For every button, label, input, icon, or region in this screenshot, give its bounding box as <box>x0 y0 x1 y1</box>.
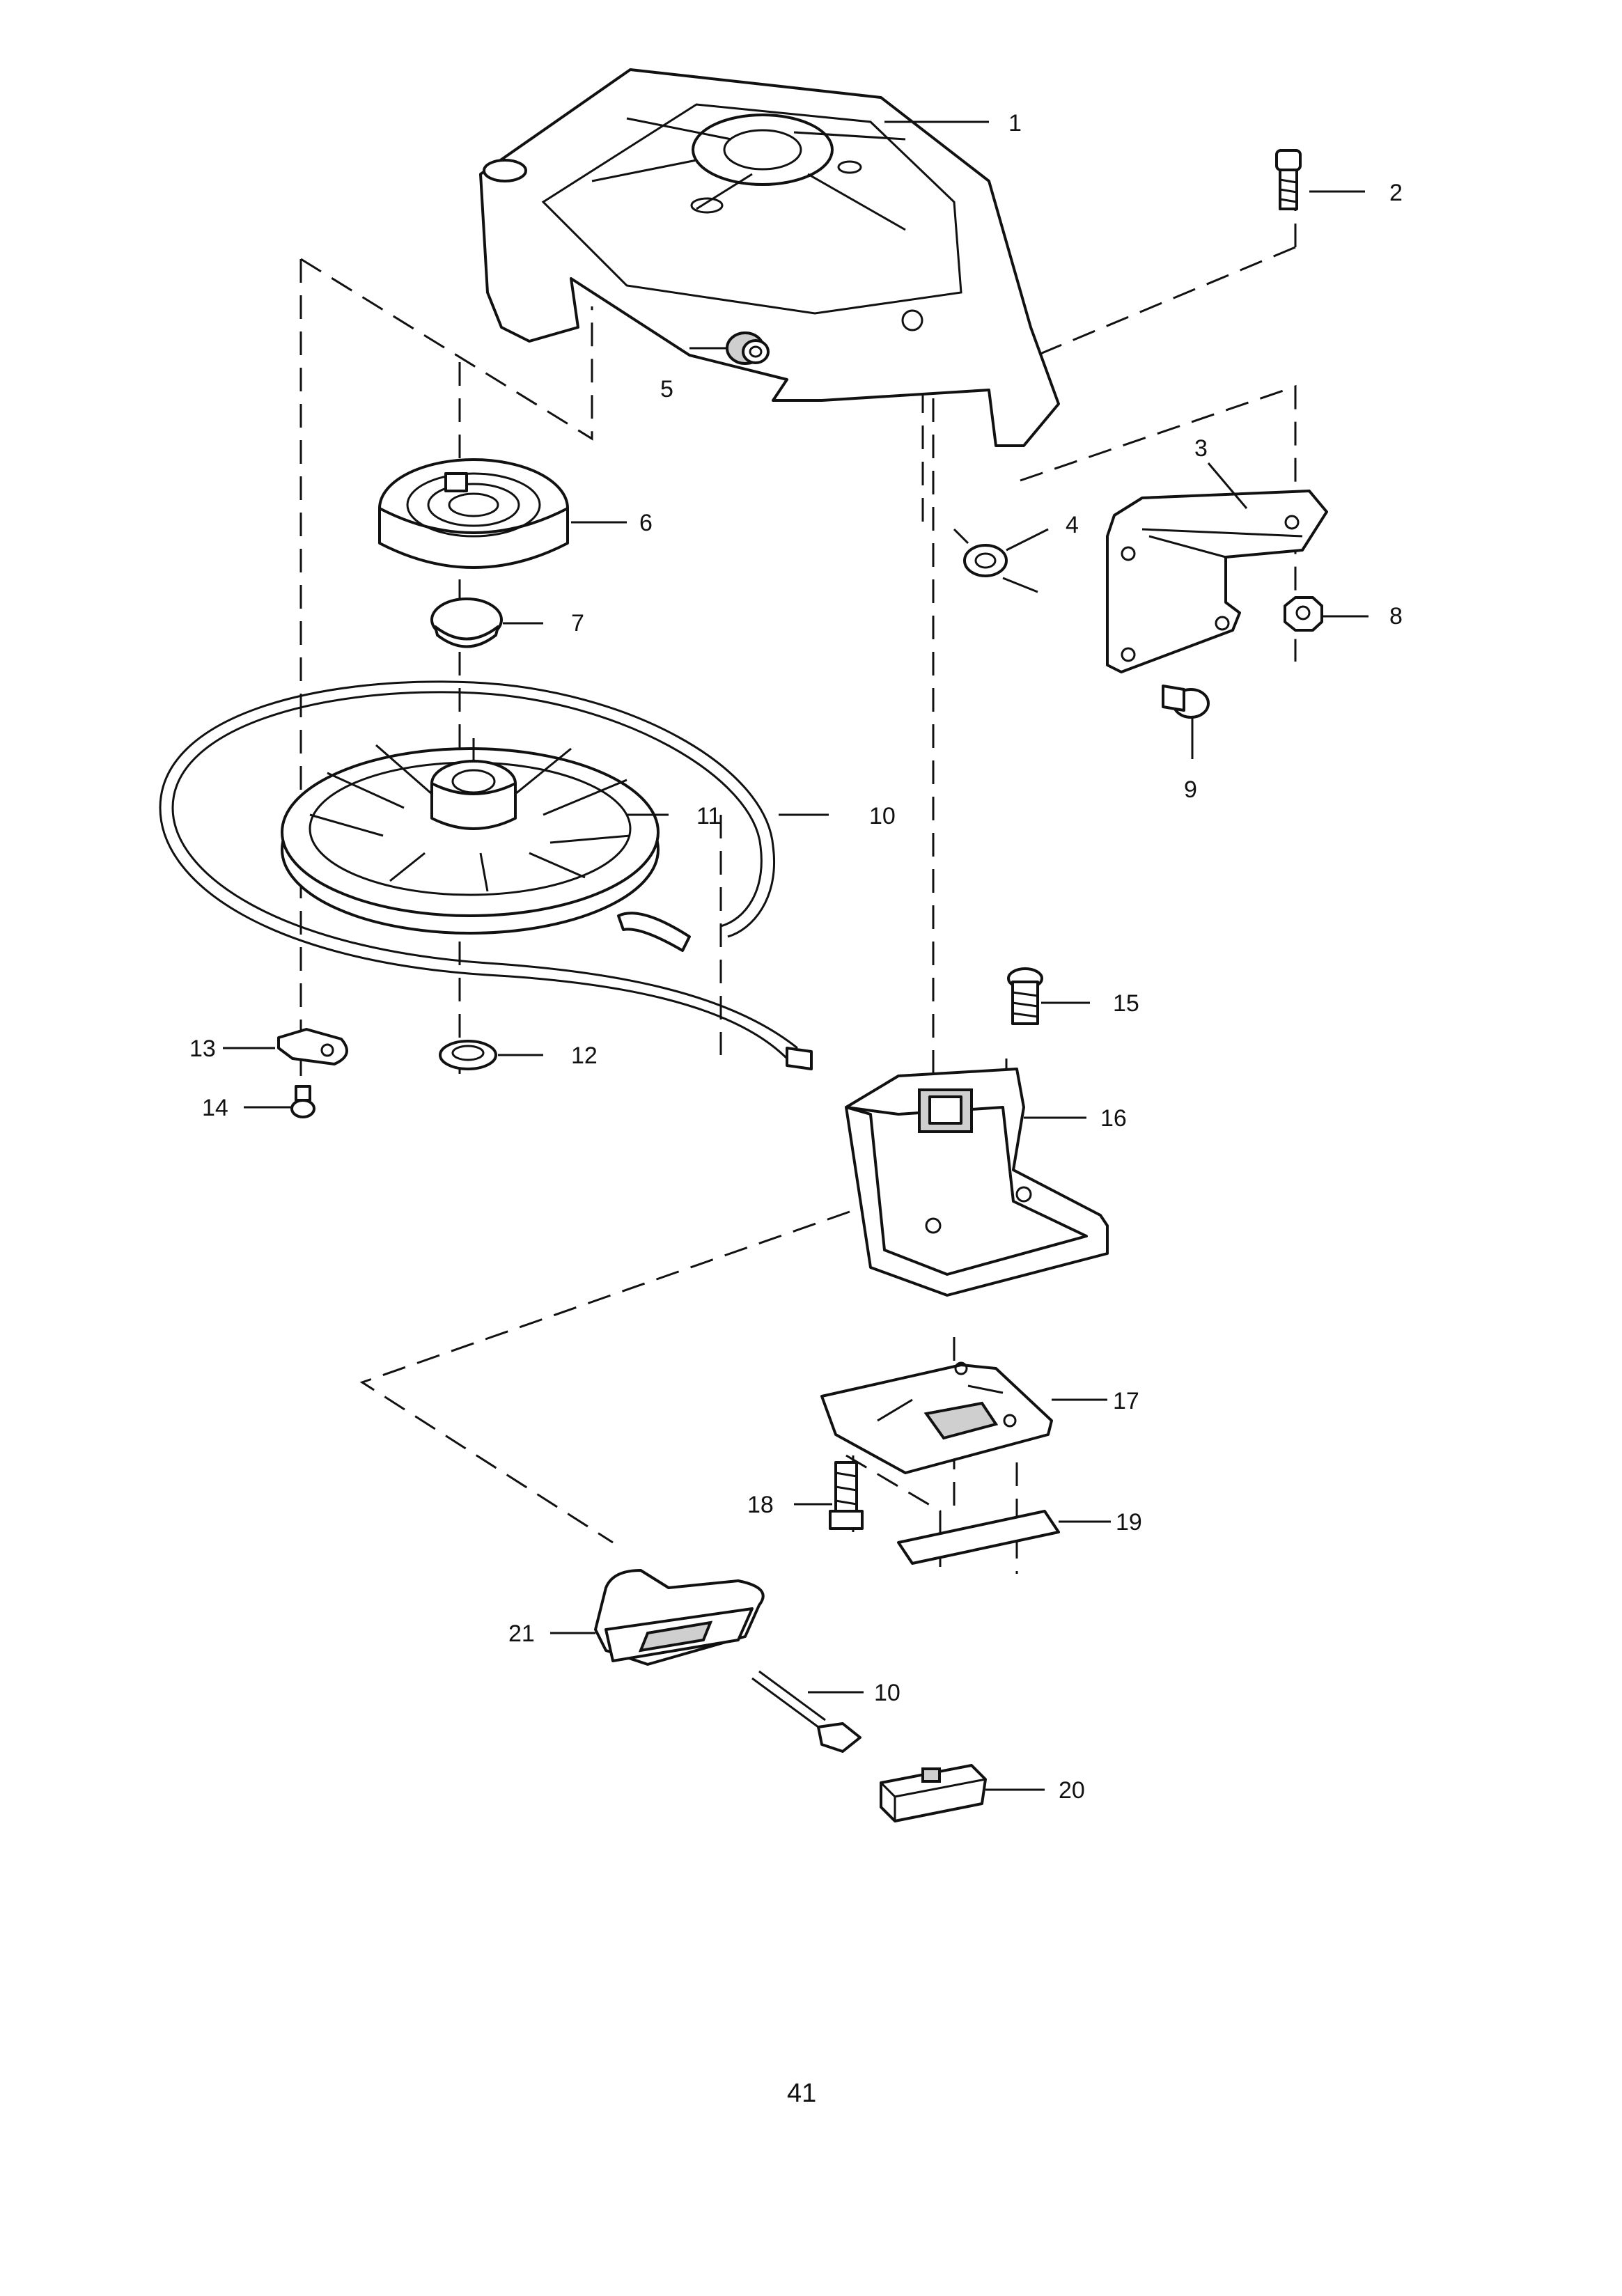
callout-3: 3 <box>1194 435 1208 462</box>
nut-8-icon <box>1284 596 1323 632</box>
callout-17: 17 <box>1113 1388 1139 1414</box>
rope-end-10 <box>751 1670 861 1753</box>
washer-4-icon <box>953 528 1038 593</box>
spring-housing-6 <box>378 458 569 569</box>
callout-10-rope: 10 <box>869 803 896 829</box>
callout-4: 4 <box>1066 512 1079 538</box>
guide-plate-17 <box>820 1361 1053 1474</box>
callout-5: 5 <box>660 376 673 403</box>
callout-7: 7 <box>571 610 584 637</box>
screw-15-icon <box>1007 967 1043 1025</box>
washer-12-icon <box>439 1040 497 1070</box>
cap-7-icon <box>430 598 503 648</box>
screw-14-icon <box>290 1085 315 1118</box>
screw-9-icon <box>1162 685 1210 719</box>
bolt-2-icon <box>1275 149 1302 210</box>
callout-9: 9 <box>1184 776 1197 803</box>
callout-16: 16 <box>1100 1105 1127 1132</box>
leader-lines <box>223 120 1368 1791</box>
callout-2: 2 <box>1389 180 1403 206</box>
page-number: 41 <box>787 2079 816 2108</box>
recoil-housing <box>479 68 1060 447</box>
anchor-block-20 <box>880 1764 987 1822</box>
callout-19: 19 <box>1116 1509 1142 1536</box>
callout-1: 1 <box>1008 110 1022 136</box>
starter-rope-10 <box>159 680 813 1070</box>
callout-8: 8 <box>1389 603 1403 630</box>
lever-13-icon <box>277 1028 348 1065</box>
callout-10-rope-end: 10 <box>874 1680 900 1706</box>
screw-18-icon <box>829 1461 864 1530</box>
callout-20: 20 <box>1059 1777 1085 1804</box>
callout-6: 6 <box>639 510 653 536</box>
handle-21 <box>594 1569 765 1666</box>
callout-15: 15 <box>1113 990 1139 1017</box>
callout-21: 21 <box>508 1621 535 1647</box>
callout-12: 12 <box>571 1042 598 1069</box>
pulley-11 <box>281 738 660 935</box>
callout-14: 14 <box>202 1095 228 1121</box>
callout-18: 18 <box>747 1492 774 1518</box>
callout-13: 13 <box>189 1036 216 1062</box>
callout-11: 11 <box>696 803 721 829</box>
strip-19-icon <box>897 1510 1060 1565</box>
callout-labels: 1 2 3 4 5 6 7 8 9 10 11 12 13 14 15 16 1… <box>189 110 1403 1804</box>
bracket-plate-3 <box>1106 490 1328 673</box>
rope-guide-16 <box>845 1068 1109 1297</box>
